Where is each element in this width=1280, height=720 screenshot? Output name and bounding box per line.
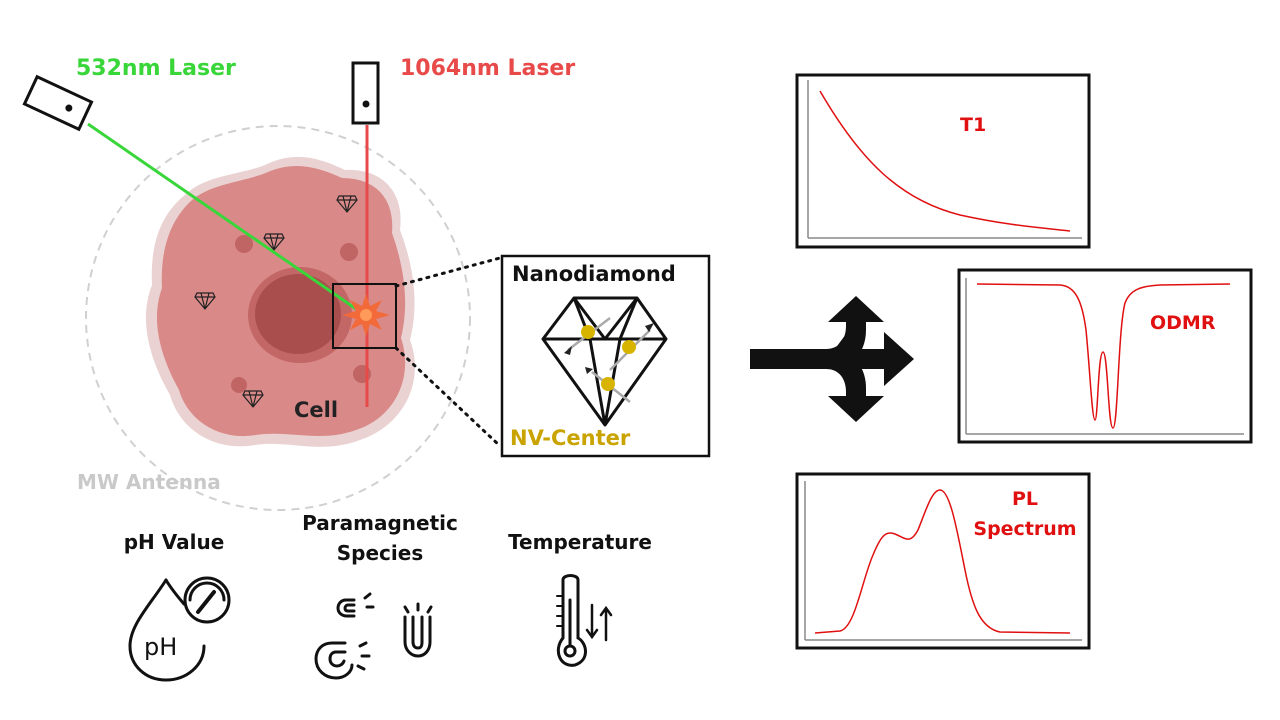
focus-spot [342,294,390,336]
organelle [235,235,253,253]
laser-532-beam [87,122,363,315]
cell-label: Cell [294,398,339,422]
diamond-icon [263,233,285,251]
mw-antenna-label: MW Antenna [77,470,221,494]
pl-spectrum-label: PL Spectrum [973,488,1077,540]
magnets-icon [314,592,433,680]
nucleus [255,274,341,354]
odmr-dip-curve [976,283,1231,429]
nv-center-dot [601,377,615,391]
organelle [340,243,358,261]
ph-drop-gauge-icon [128,576,231,682]
zoom-line-top [394,256,502,288]
odmr-plot [957,268,1253,444]
laser-532-label: 532nm Laser [76,56,236,81]
ph-value-label: pH Value [123,530,225,554]
zoom-box [332,283,397,349]
nv-center-label: NV-Center [510,426,631,450]
mw-antenna-ring [85,125,471,511]
diamond-icon [336,195,358,213]
temperature-label: Temperature [508,530,652,554]
nanodiamond-title: Nanodiamond [512,262,676,286]
thermometer-icon [556,574,613,667]
ph-icon-text: pH [144,633,177,661]
cell [145,156,415,447]
diamond-icon [194,292,216,310]
large-diamond-icon [541,296,668,427]
branch-arrow-icon [750,296,914,422]
t1-plot [795,73,1091,249]
diamond-icon [242,390,264,408]
odmr-label: ODMR [1150,312,1216,334]
pl-spectrum-curve [814,489,1071,634]
laser-1064-device [351,61,380,125]
pl-plot [795,472,1091,650]
t1-label: T1 [960,114,987,136]
nv-centers [564,317,654,403]
laser-1064-label: 1064nm Laser [400,56,576,81]
laser-532-device [22,74,94,132]
t1-decay-curve [819,90,1071,232]
paramagnetic-species-label: Paramagnetic Species [302,511,458,565]
nanodiamond-small-icons [194,195,358,408]
zoom-line-bottom [394,346,502,448]
nv-center-dot [581,325,595,339]
organelle [231,377,247,393]
nv-center-dot [622,340,636,354]
